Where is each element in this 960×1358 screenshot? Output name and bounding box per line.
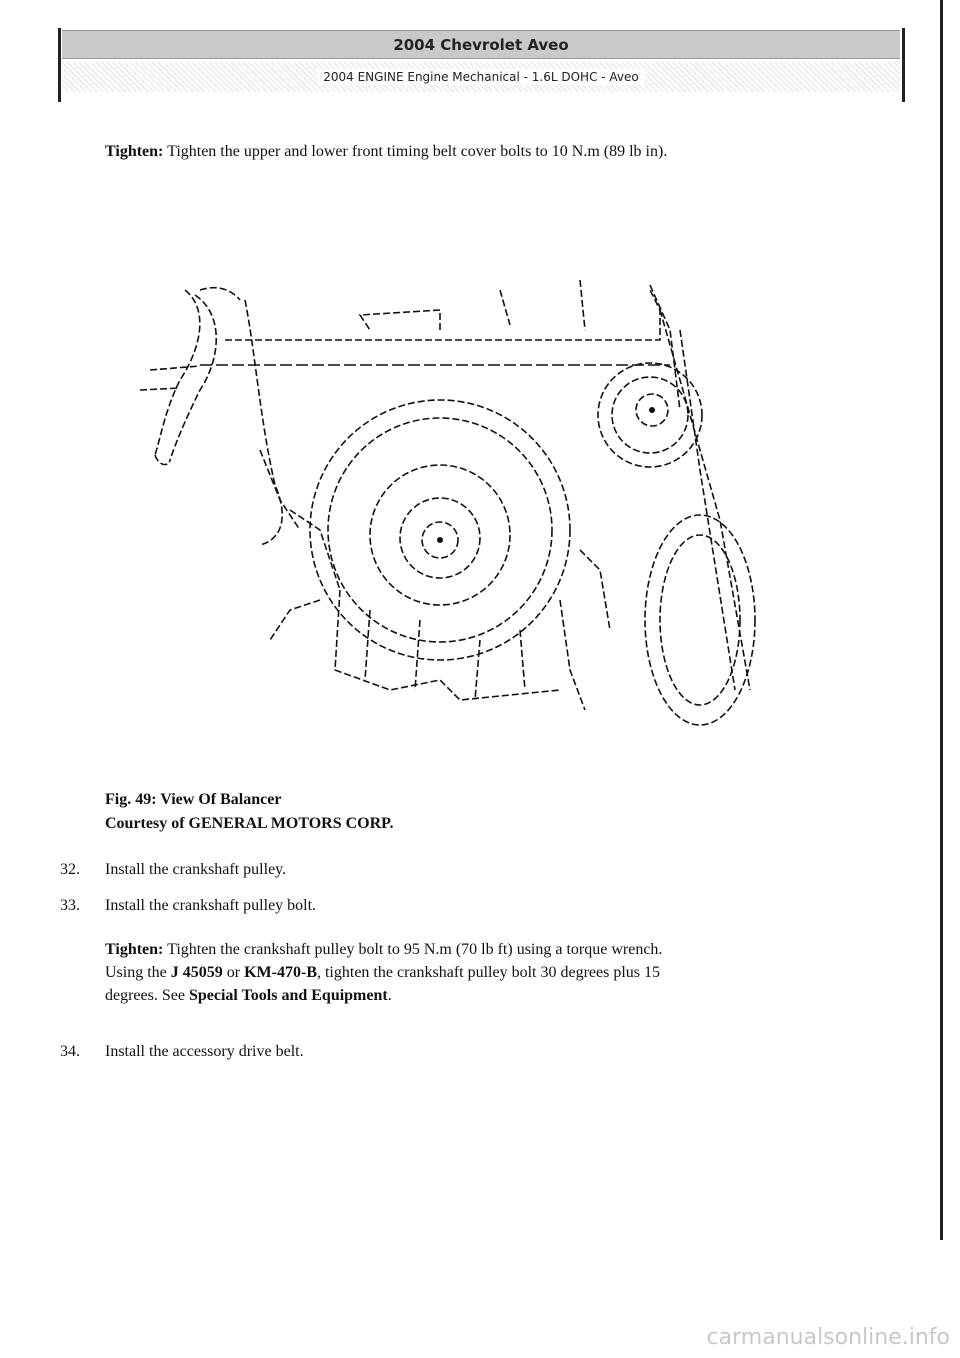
tighten-line-3-end: . bbox=[387, 987, 392, 1004]
tool-j45059: J 45059 bbox=[170, 964, 223, 981]
tighten-text: Tighten the upper and lower front timing… bbox=[163, 143, 668, 160]
tighten-line-2-rest: , tighten the crankshaft pulley bolt 30 … bbox=[316, 964, 661, 981]
document-subtitle: 2004 ENGINE Engine Mechanical - 1.6L DOH… bbox=[62, 62, 900, 92]
tighten-line-1: Tighten: Tighten the crankshaft pulley b… bbox=[105, 938, 915, 961]
page-border-right bbox=[940, 0, 943, 1240]
figure-caption-title: Fig. 49: View Of Balancer bbox=[105, 791, 282, 808]
document-title: 2004 Chevrolet Aveo bbox=[62, 30, 900, 59]
step-number: 32. bbox=[60, 861, 80, 878]
header-frame-right bbox=[902, 28, 905, 102]
document-subtitle-text: 2004 ENGINE Engine Mechanical - 1.6L DOH… bbox=[317, 69, 645, 85]
balancer-illustration bbox=[140, 279, 756, 726]
step-number: 34. bbox=[60, 1043, 80, 1060]
tighten-line-1-text: Tighten the crankshaft pulley bolt to 95… bbox=[163, 941, 663, 958]
tighten-line-2-or: or bbox=[222, 964, 245, 981]
tighten-line-3-text: degrees. See bbox=[105, 987, 189, 1004]
step-text: Install the accessory drive belt. bbox=[105, 1043, 304, 1060]
tighten-label: Tighten: bbox=[105, 143, 164, 160]
tighten-label: Tighten: bbox=[105, 941, 164, 958]
tighten-line-2: Using the J 45059 or KM-470-B, tighten t… bbox=[105, 961, 915, 984]
figure-caption-courtesy: Courtesy of GENERAL MOTORS CORP. bbox=[105, 815, 394, 832]
figure-caption: Fig. 49: View Of Balancer Courtesy of GE… bbox=[105, 788, 393, 836]
watermark: carmanualsonline.info bbox=[706, 1325, 950, 1350]
tighten-line-3: degrees. See Special Tools and Equipment… bbox=[105, 984, 915, 1007]
special-tools-link[interactable]: Special Tools and Equipment bbox=[188, 987, 388, 1004]
step-text: Install the crankshaft pulley bolt. bbox=[105, 897, 317, 914]
tool-km470b: KM-470-B bbox=[244, 964, 317, 981]
step-number: 33. bbox=[60, 897, 80, 914]
step-text: Install the crankshaft pulley. bbox=[105, 861, 287, 878]
tighten-line-2-text: Using the bbox=[105, 964, 171, 981]
header-frame-left bbox=[58, 28, 61, 102]
tighten-paragraph-2: Tighten: Tighten the crankshaft pulley b… bbox=[105, 938, 915, 1007]
intro-tighten-paragraph: Tighten: Tighten the upper and lower fro… bbox=[105, 140, 875, 163]
